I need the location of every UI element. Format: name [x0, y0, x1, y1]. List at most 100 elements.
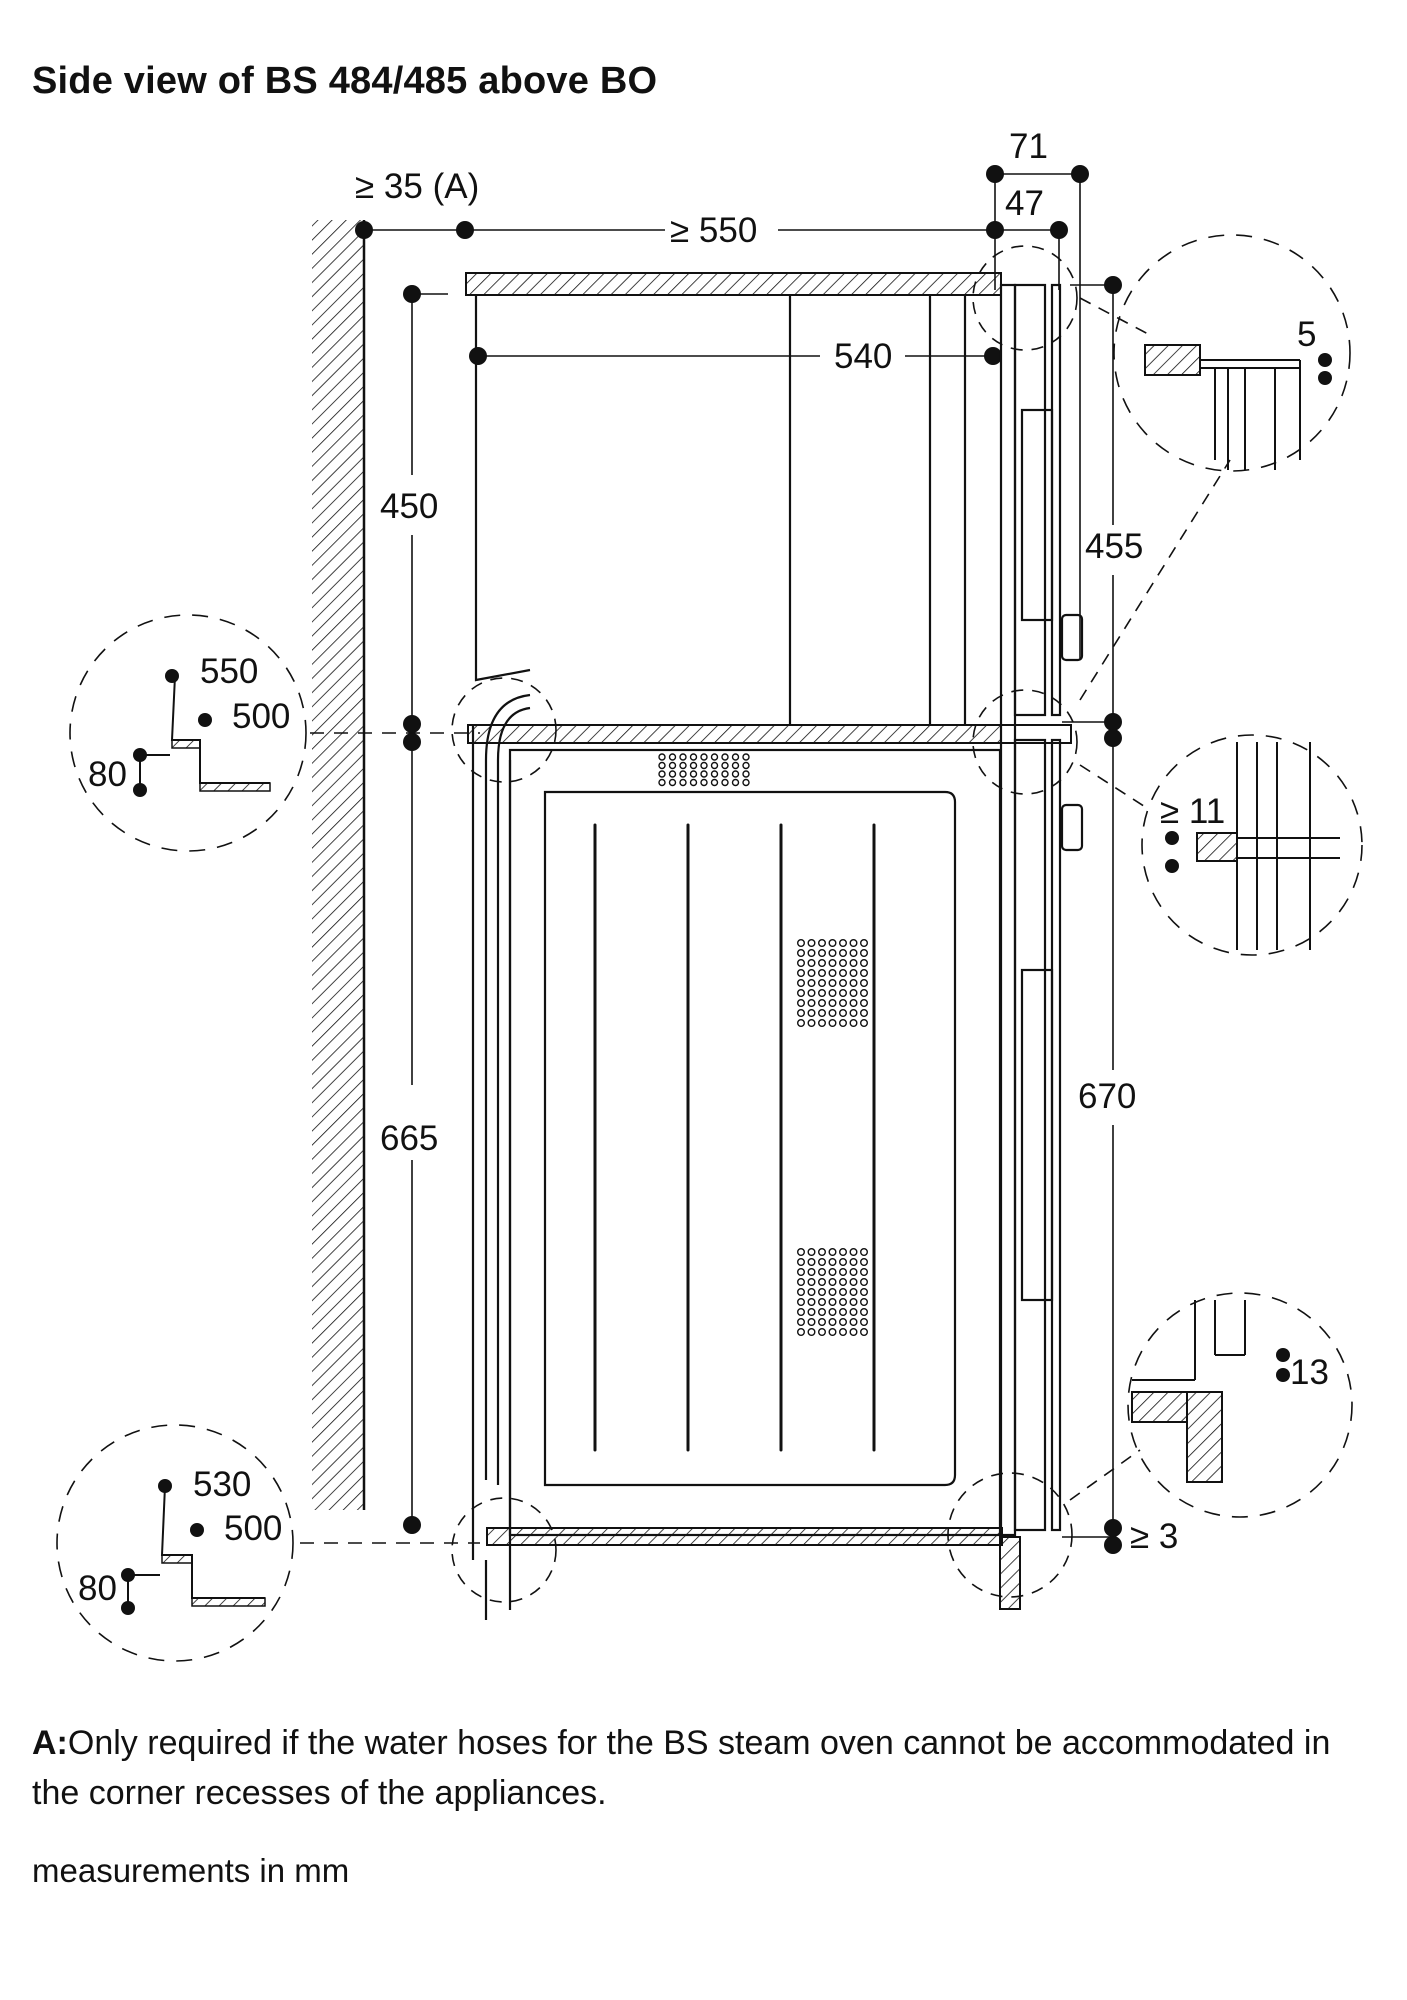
vent-hole	[839, 1257, 848, 1266]
footnote: A:Only required if the water hoses for t…	[32, 1718, 1332, 1818]
vent-hole	[849, 1257, 858, 1266]
dim-gap-a: ≥ 35 (A)	[355, 167, 479, 206]
vent-hole	[797, 1307, 806, 1316]
vent-hole	[797, 979, 806, 988]
dim-ge-3: ≥ 3	[1130, 1517, 1178, 1556]
vent-hole	[797, 1287, 806, 1296]
vent-hole	[679, 778, 687, 787]
vent-hole	[828, 1327, 837, 1336]
vent-hole	[742, 778, 750, 787]
vent-hole	[839, 1267, 848, 1276]
vent-hole	[828, 1267, 837, 1276]
vent-hole	[658, 770, 666, 778]
vent-hole	[849, 979, 858, 988]
vent-hole	[710, 770, 719, 778]
vent-hole	[797, 939, 806, 948]
vent-hole	[668, 778, 677, 787]
vent-hole	[710, 753, 719, 761]
vent-hole	[797, 1267, 806, 1276]
vent-hole	[807, 1019, 816, 1028]
vent-hole	[721, 770, 729, 778]
vent-hole	[731, 761, 740, 770]
middle-panel	[467, 724, 1072, 744]
lower-step-500: 500	[224, 1509, 282, 1548]
vent-hole	[818, 989, 827, 998]
vent-hole	[710, 761, 719, 770]
vent-hole	[860, 999, 869, 1008]
vent-hole	[828, 949, 837, 958]
dim-71: 71	[1009, 127, 1048, 166]
wall	[312, 220, 366, 1510]
units-note: measurements in mm	[32, 1852, 350, 1889]
vent-hole	[849, 1287, 858, 1296]
vent-hole	[839, 1009, 848, 1018]
vent-hole	[818, 1257, 827, 1266]
vent-hole	[818, 1327, 827, 1336]
vent-hole	[742, 753, 750, 761]
vent-hole	[700, 778, 708, 787]
detail-upper-step	[69, 614, 307, 852]
vent-hole	[807, 1297, 816, 1306]
vent-hole	[807, 999, 816, 1008]
oven-body	[508, 748, 1002, 1537]
vent-hole	[731, 753, 740, 761]
water-hoses	[471, 693, 531, 1620]
vent-hole	[849, 1019, 858, 1028]
vent-hole	[679, 761, 687, 770]
vent-hole	[818, 939, 827, 948]
vent-hole	[860, 1287, 869, 1296]
vent-hole	[818, 949, 827, 958]
upper-step-500: 500	[232, 697, 290, 736]
vent-hole	[807, 1307, 816, 1316]
vent-hole	[721, 778, 729, 787]
vent-hole	[828, 969, 837, 978]
dim-670: 670	[1078, 1077, 1136, 1116]
dim-ge-11: ≥ 11	[1160, 792, 1225, 831]
vent-hole	[731, 778, 740, 787]
vent-hole	[797, 969, 806, 978]
vent-hole	[742, 770, 750, 778]
vent-hole	[689, 753, 698, 761]
vent-hole	[797, 1327, 806, 1336]
vent-hole	[828, 979, 837, 988]
vent-hole	[839, 959, 848, 968]
vent-hole	[807, 1287, 816, 1296]
vent-hole	[818, 1277, 827, 1286]
vent-hole	[700, 770, 708, 778]
dim-13: 13	[1290, 1353, 1329, 1392]
vent-hole	[689, 778, 698, 787]
vent-hole	[828, 1277, 837, 1286]
vent-hole	[658, 753, 666, 761]
vent-hole	[742, 761, 750, 770]
vent-hole	[828, 1307, 837, 1316]
detail-lower-step	[56, 1424, 294, 1662]
vent-hole	[797, 1297, 806, 1306]
vent-hole	[839, 1277, 848, 1286]
vent-hole	[860, 1307, 869, 1316]
footnote-text: Only required if the water hoses for the…	[32, 1724, 1331, 1812]
upper-step-80: 80	[88, 755, 127, 794]
vent-hole	[668, 770, 677, 778]
vent-hole	[849, 1327, 858, 1336]
dim-455: 455	[1085, 527, 1143, 566]
vent-hole	[797, 999, 806, 1008]
detail-13	[1127, 1292, 1353, 1518]
vent-hole	[668, 753, 677, 761]
vent-hole	[849, 1297, 858, 1306]
upper-vent	[797, 939, 869, 1028]
vent-hole	[689, 761, 698, 770]
vent-hole	[860, 959, 869, 968]
vent-hole	[818, 1287, 827, 1296]
vent-hole	[849, 959, 858, 968]
vent-hole	[807, 1317, 816, 1326]
vent-hole	[828, 959, 837, 968]
vent-hole	[860, 969, 869, 978]
vent-hole	[658, 761, 666, 770]
vent-hole	[839, 1317, 848, 1326]
front-panels	[999, 283, 1084, 1537]
vent-hole	[807, 949, 816, 958]
vent-hole	[797, 1257, 806, 1266]
page-title: Side view of BS 484/485 above BO	[32, 60, 658, 102]
vent-hole	[807, 979, 816, 988]
vent-hole	[797, 1247, 806, 1256]
